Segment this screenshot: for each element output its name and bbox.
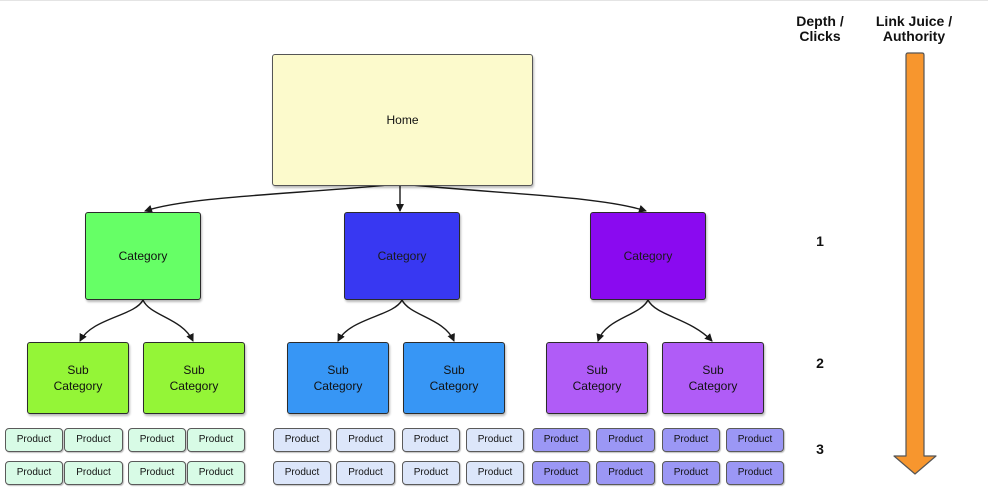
- product-label: Product: [198, 434, 234, 445]
- product-node: Product: [64, 428, 123, 452]
- product-label: Product: [348, 434, 383, 445]
- product-node: Product: [532, 428, 590, 452]
- product-label: Product: [543, 434, 579, 445]
- subcategory-label: Sub Category: [313, 363, 363, 393]
- product-label: Product: [198, 467, 234, 478]
- product-label: Product: [139, 467, 175, 478]
- arrow-shape: [893, 52, 937, 475]
- product-label: Product: [737, 434, 773, 445]
- product-node: Product: [128, 461, 186, 485]
- product-node: Product: [596, 461, 655, 485]
- product-node: Product: [128, 428, 186, 452]
- subcategory-label: Sub Category: [572, 363, 622, 393]
- subcategory-label: Sub Category: [53, 363, 103, 393]
- product-label: Product: [673, 467, 709, 478]
- subcategory-node-4: Sub Category: [403, 342, 505, 414]
- product-label: Product: [284, 467, 320, 478]
- connector-arrow: [144, 183, 399, 213]
- product-node: Product: [273, 461, 331, 485]
- product-node: Product: [336, 428, 395, 452]
- connector-arrow: [596, 299, 649, 342]
- product-label: Product: [673, 434, 709, 445]
- product-label: Product: [284, 434, 320, 445]
- connector-arrow: [401, 299, 455, 342]
- product-node: Product: [187, 428, 245, 452]
- subcategory-label: Sub Category: [169, 363, 219, 393]
- depth-level-3: 3: [816, 441, 824, 457]
- depth-level-1: 1: [816, 233, 824, 249]
- top-divider: [0, 0, 988, 1]
- product-label: Product: [16, 434, 52, 445]
- category-label: Category: [377, 249, 427, 263]
- product-label: Product: [608, 434, 643, 445]
- product-node: Product: [466, 428, 524, 452]
- depth-clicks-header: Depth / Clicks: [796, 13, 844, 44]
- connector-arrow: [337, 299, 403, 342]
- product-node: Product: [187, 461, 245, 485]
- product-node: Product: [596, 428, 655, 452]
- product-label: Product: [608, 467, 643, 478]
- link-juice-header: Link Juice / Authority: [875, 13, 953, 44]
- category-node-1: Category: [85, 212, 201, 300]
- home-node: Home: [272, 54, 533, 186]
- product-node: Product: [726, 428, 784, 452]
- subcategory-node-5: Sub Category: [546, 342, 648, 414]
- product-node: Product: [726, 461, 784, 485]
- product-label: Product: [413, 467, 449, 478]
- connector-arrow: [79, 299, 144, 342]
- category-node-3: Category: [590, 212, 706, 300]
- product-node: Product: [532, 461, 590, 485]
- link-juice-down-arrow: [893, 52, 937, 475]
- connector-arrow: [142, 299, 194, 342]
- product-node: Product: [466, 461, 524, 485]
- product-node: Product: [662, 461, 720, 485]
- home-label: Home: [386, 113, 419, 127]
- product-node: Product: [273, 428, 331, 452]
- depth-level-2: 2: [816, 355, 824, 371]
- subcategory-label: Sub Category: [688, 363, 738, 393]
- subcategory-node-1: Sub Category: [27, 342, 129, 414]
- product-label: Product: [477, 434, 513, 445]
- product-label: Product: [76, 434, 111, 445]
- connector-arrow: [647, 299, 713, 342]
- product-node: Product: [336, 461, 395, 485]
- product-label: Product: [413, 434, 449, 445]
- product-label: Product: [16, 467, 52, 478]
- product-node: Product: [402, 461, 460, 485]
- category-node-2: Category: [344, 212, 460, 300]
- product-label: Product: [543, 467, 579, 478]
- product-node: Product: [5, 461, 63, 485]
- subcategory-node-6: Sub Category: [662, 342, 764, 414]
- product-node: Product: [402, 428, 460, 452]
- subcategory-node-2: Sub Category: [143, 342, 245, 414]
- product-label: Product: [477, 467, 513, 478]
- product-label: Product: [348, 467, 383, 478]
- product-node: Product: [64, 461, 123, 485]
- subcategory-label: Sub Category: [429, 363, 479, 393]
- product-label: Product: [737, 467, 773, 478]
- product-node: Product: [662, 428, 720, 452]
- connector-arrow: [401, 183, 647, 213]
- category-label: Category: [118, 249, 168, 263]
- subcategory-node-3: Sub Category: [287, 342, 389, 414]
- category-label: Category: [623, 249, 673, 263]
- product-label: Product: [76, 467, 111, 478]
- product-label: Product: [139, 434, 175, 445]
- product-node: Product: [5, 428, 63, 452]
